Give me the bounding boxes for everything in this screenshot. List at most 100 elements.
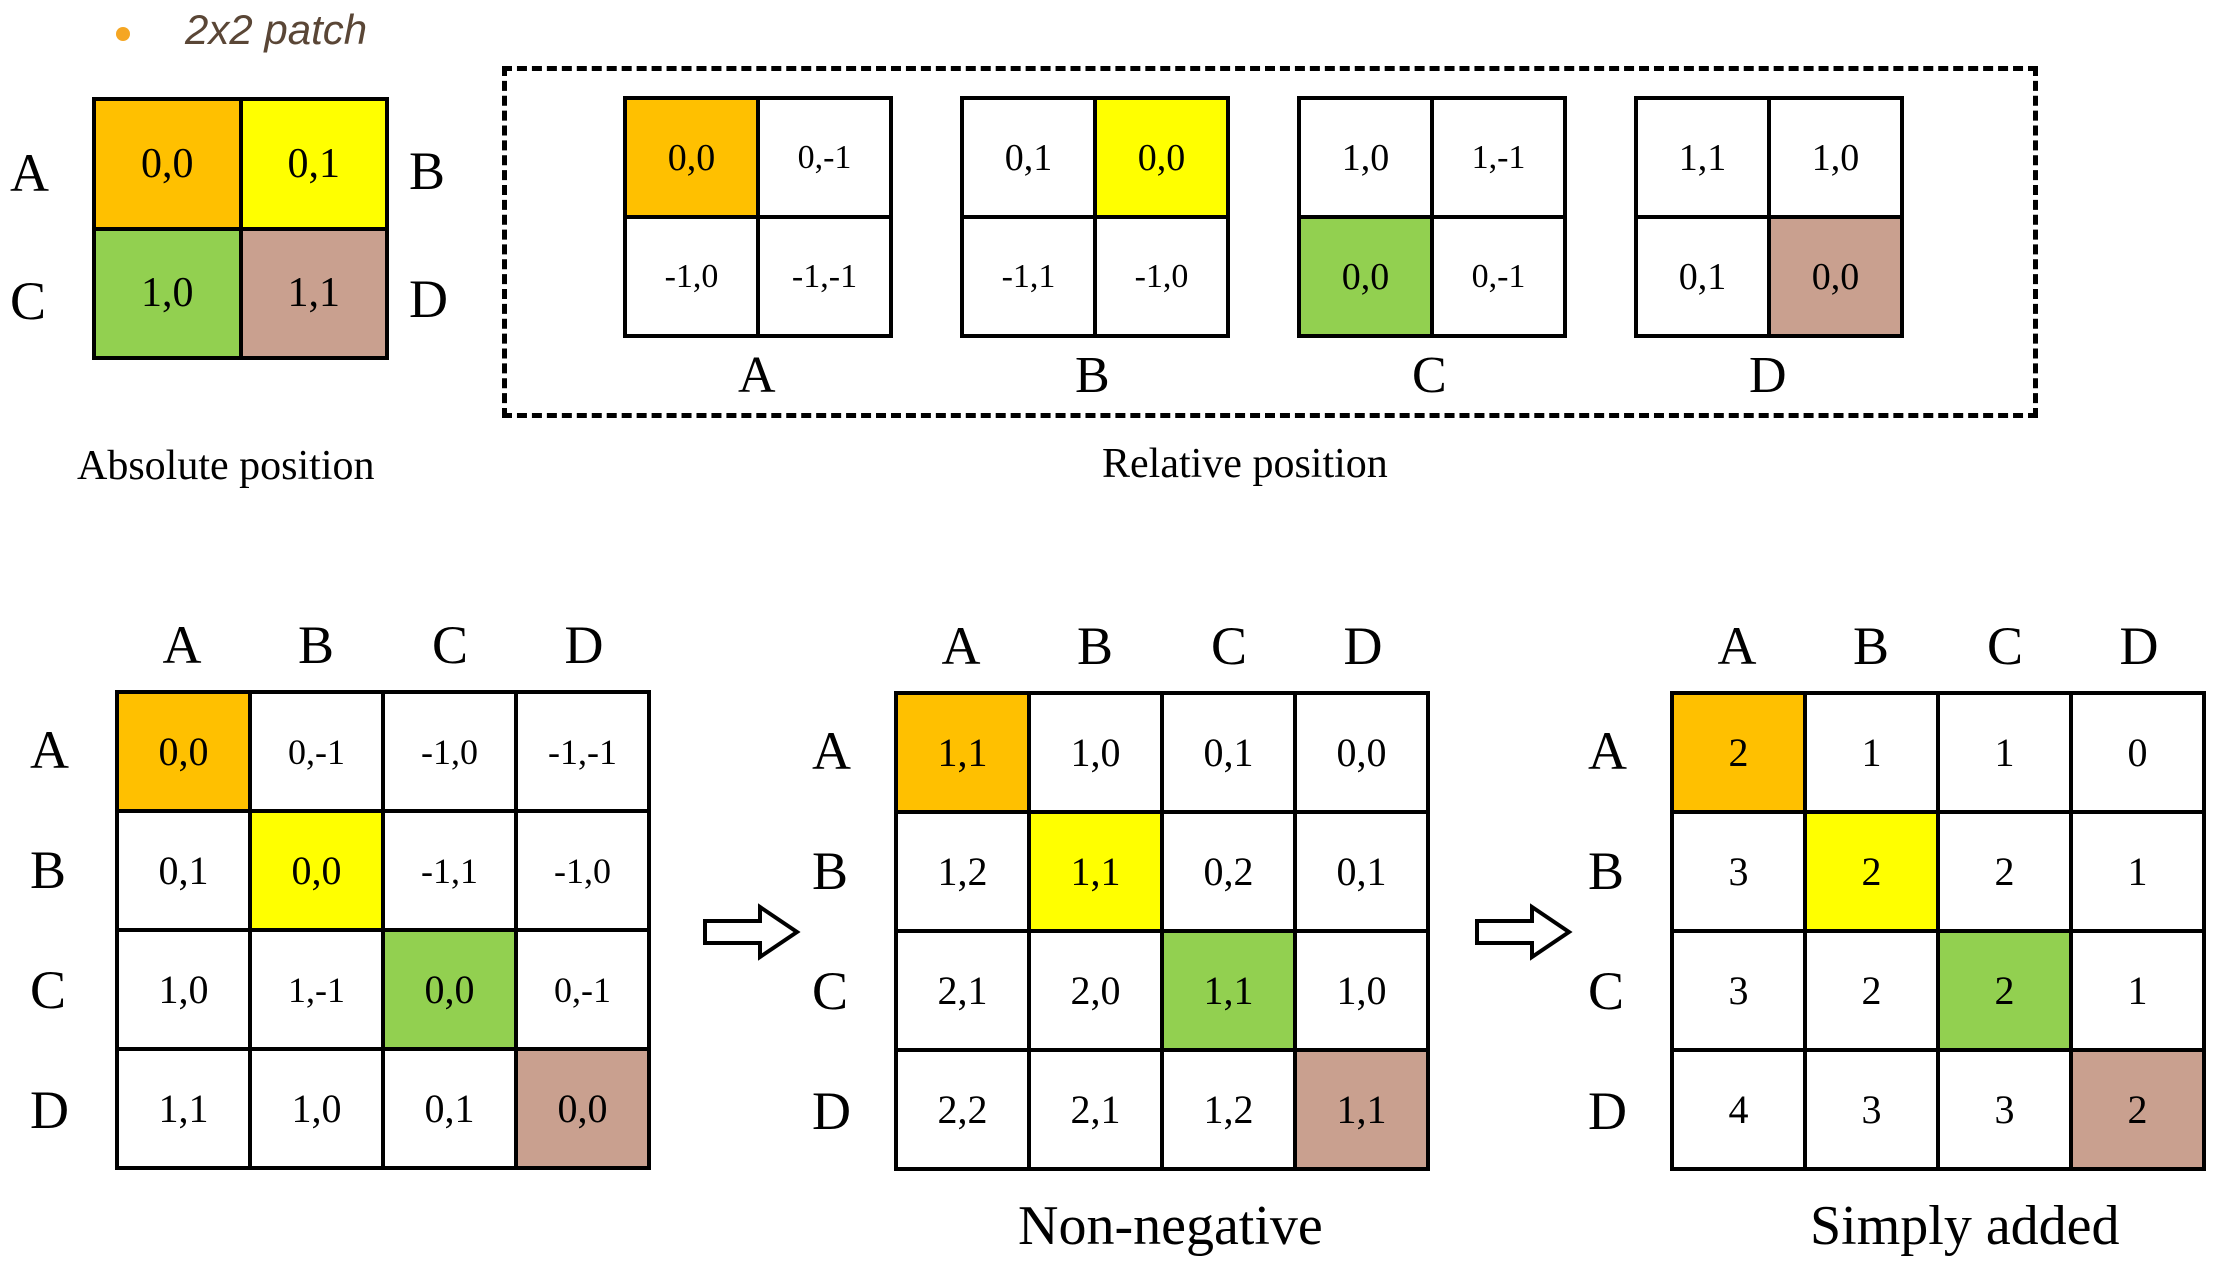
matrix-col-label: A: [162, 615, 202, 675]
absolute-label-c: C: [10, 271, 47, 331]
relative-cell: -1,0: [1097, 219, 1226, 334]
matrix-col-label: A: [1717, 616, 1757, 676]
relative-cell: 0,0: [1771, 219, 1900, 334]
matrix-cell: 1,1: [1031, 814, 1160, 929]
matrix-cell: 1,1: [1297, 1052, 1426, 1167]
matrix-cell: 0,2: [1164, 814, 1293, 929]
absolute-label-b: B: [409, 141, 446, 201]
matrix-cell: 4: [1674, 1052, 1803, 1167]
relative-patch-label: D: [1749, 347, 1787, 404]
matrix-cell: 1,1: [119, 1051, 248, 1166]
matrix-cell: -1,0: [518, 813, 647, 928]
relative-cell: 0,0: [627, 100, 756, 215]
matrix-caption: Simply added: [1810, 1195, 2120, 1257]
matrix-cell: 1,0: [1297, 933, 1426, 1048]
matrix-row-label: C: [30, 960, 67, 1020]
relative-cell: 0,-1: [760, 100, 889, 215]
absolute-label-d: D: [409, 269, 448, 329]
absolute-cell: 0,0: [96, 101, 239, 227]
matrix-cell: 1,2: [1164, 1052, 1293, 1167]
relative-cell: 0,-1: [1434, 219, 1563, 334]
relative-cell: -1,-1: [760, 219, 889, 334]
matrix-cell: 1,0: [119, 932, 248, 1047]
relative-cell: 1,0: [1301, 100, 1430, 215]
matrix-cell: 1: [1807, 695, 1936, 810]
matrix-row-label: D: [30, 1080, 69, 1140]
matrix-cell: 0,0: [252, 813, 381, 928]
matrix-row-label: A: [812, 721, 851, 781]
matrix-row-label: B: [1588, 841, 1625, 901]
matrix-cell: 3: [1940, 1052, 2069, 1167]
matrix-col-label: A: [941, 616, 981, 676]
matrix-col-label: D: [564, 615, 604, 675]
matrix-cell: 0,1: [1297, 814, 1426, 929]
matrix-cell: -1,0: [385, 694, 514, 809]
matrix-row-label: B: [812, 841, 849, 901]
matrix-col-label: C: [1210, 616, 1248, 676]
matrix-cell: 3: [1807, 1052, 1936, 1167]
matrix-cell: -1,1: [385, 813, 514, 928]
matrix-row-label: C: [1588, 961, 1625, 1021]
matrix-cell: 0,1: [119, 813, 248, 928]
matrix-row-label: C: [812, 961, 849, 1021]
matrix-caption: Non-negative: [1018, 1195, 1323, 1257]
matrix-cell: 0,-1: [252, 694, 381, 809]
matrix-cell: 0,1: [385, 1051, 514, 1166]
matrix-cell: 1,1: [898, 695, 1027, 810]
matrix-col-label: B: [297, 615, 335, 675]
matrix-col-label: C: [431, 615, 469, 675]
matrix-cell: 0,0: [119, 694, 248, 809]
matrix-cell: 2: [1674, 695, 1803, 810]
relative-cell: -1,0: [627, 219, 756, 334]
matrix-cell: 3: [1674, 814, 1803, 929]
matrix-cell: -1,-1: [518, 694, 647, 809]
arrow-right-icon: [703, 903, 801, 961]
relative-patch-label: C: [1412, 347, 1447, 404]
matrix-cell: 2,2: [898, 1052, 1027, 1167]
matrix-col-label: B: [1076, 616, 1114, 676]
matrix-cell: 2: [1807, 814, 1936, 929]
matrix-row-label: D: [1588, 1081, 1627, 1141]
relative-patch-label: A: [738, 347, 776, 404]
matrix-cell: 0: [2073, 695, 2202, 810]
matrix-row-label: A: [30, 720, 69, 780]
relative-cell: 0,0: [1301, 219, 1430, 334]
matrix-row-label: A: [1588, 721, 1627, 781]
absolute-caption: Absolute position: [77, 443, 375, 489]
arrow-right-icon: [1475, 903, 1573, 961]
absolute-cell: 1,1: [242, 230, 385, 356]
matrix-cell: 2,1: [1031, 1052, 1160, 1167]
matrix-row-label: D: [812, 1081, 851, 1141]
matrix-row-label: B: [30, 840, 67, 900]
absolute-cell: 1,0: [96, 230, 239, 356]
matrix-col-label: B: [1852, 616, 1890, 676]
absolute-label-a: A: [10, 143, 49, 203]
matrix-cell: 2,1: [898, 933, 1027, 1048]
matrix-cell: 1: [2073, 933, 2202, 1048]
matrix-cell: 1,2: [898, 814, 1027, 929]
relative-cell: 1,1: [1638, 100, 1767, 215]
matrix-cell: 2: [1807, 933, 1936, 1048]
matrix-cell: 0,1: [1164, 695, 1293, 810]
matrix-cell: 3: [1674, 933, 1803, 1048]
absolute-cell: 0,1: [242, 101, 385, 227]
relative-cell: 1,0: [1771, 100, 1900, 215]
matrix-col-label: C: [1986, 616, 2024, 676]
relative-patch-label: B: [1075, 347, 1110, 404]
matrix-cell: 1,-1: [252, 932, 381, 1047]
relative-caption: Relative position: [1102, 441, 1388, 487]
relative-cell: -1,1: [964, 219, 1093, 334]
relative-cell: 0,1: [1638, 219, 1767, 334]
matrix-cell: 2: [2073, 1052, 2202, 1167]
relative-cell: 0,0: [1097, 100, 1226, 215]
relative-cell: 0,1: [964, 100, 1093, 215]
matrix-cell: 1,1: [1164, 933, 1293, 1048]
matrix-cell: 1,0: [1031, 695, 1160, 810]
matrix-cell: 1,0: [252, 1051, 381, 1166]
matrix-col-label: D: [1343, 616, 1383, 676]
relative-cell: 1,-1: [1434, 100, 1563, 215]
